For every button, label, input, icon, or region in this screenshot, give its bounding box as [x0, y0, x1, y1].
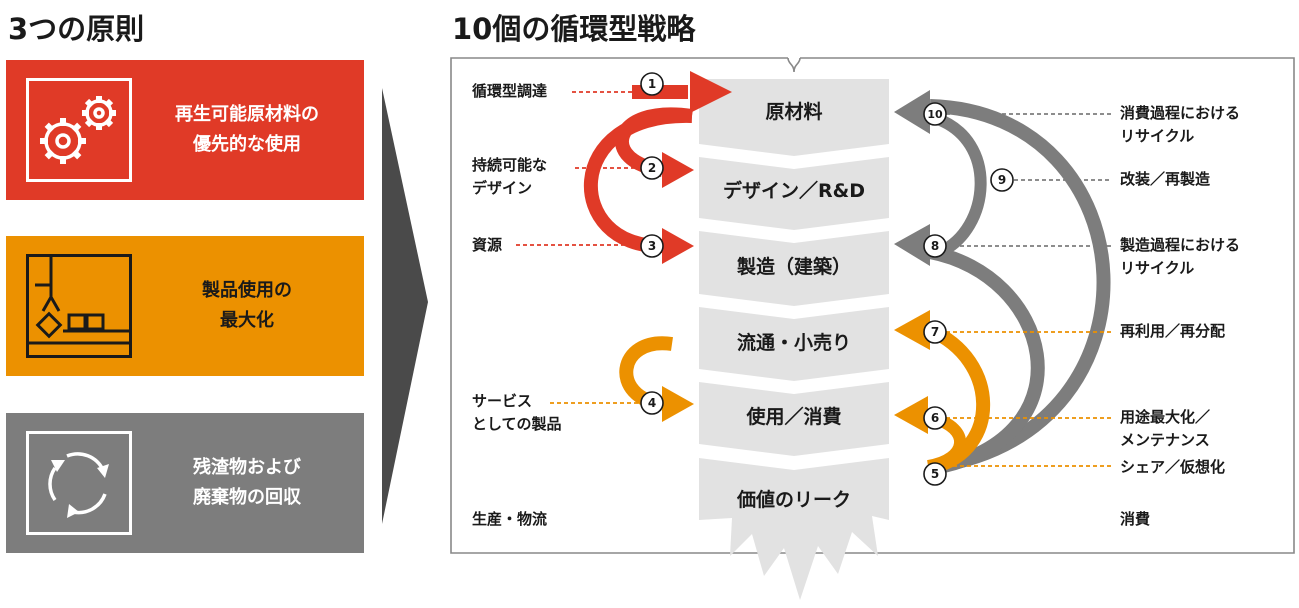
stage-distribution: 流通・小売り: [737, 331, 851, 354]
gears-icon: [26, 78, 132, 182]
strategy-label-circular-sourcing: 循環型調達: [472, 82, 548, 100]
num-label: 10: [927, 108, 943, 121]
stage-shape-manufacturing: [699, 231, 889, 306]
principle-label: 製品使用の: [202, 280, 292, 301]
stage-manufacturing: 製造（建築）: [736, 255, 851, 278]
strategy-label-sustainable-design: 持続可能な デザイン: [472, 156, 548, 197]
principles-title: 3つの原則: [8, 12, 145, 46]
strategy-label-refurbish: 改装／再製造: [1120, 170, 1211, 188]
num-circle-9: [990, 168, 1014, 192]
num-label: 9: [998, 173, 1006, 187]
num-label: 7: [931, 325, 939, 339]
num-circle-10: [923, 102, 947, 126]
num-label: 2: [648, 161, 656, 175]
strategy-label-product-as-service: サービス としての製品: [472, 392, 562, 433]
num-circle-7: [923, 320, 947, 344]
stage-shape-design: [699, 157, 889, 230]
num-circle-8: [923, 234, 947, 258]
num-circle-2: [640, 156, 664, 180]
principle-label: 残渣物および: [193, 457, 301, 478]
principle-label: 廃棄物の回収: [193, 487, 301, 508]
principle-label: 再生可能原材料の: [175, 104, 319, 125]
strategy-label-sharing: シェア／仮想化: [1120, 458, 1226, 476]
stage-shape-use: [699, 382, 889, 456]
strategies-title: 10個の循環型戦略: [452, 12, 696, 46]
stage-value-leak: 価値のリーク: [736, 489, 851, 511]
stage-use-consumption: 使用／消費: [745, 405, 841, 428]
strategy-label-consumption-recycling: 消費過程における リサイクル: [1120, 104, 1241, 145]
num-circle-5: [923, 462, 947, 486]
diagram-frame: [450, 57, 1295, 554]
num-label: 4: [648, 396, 656, 410]
principle-label: 最大化: [220, 310, 274, 331]
transition-chevron: [382, 88, 428, 524]
num-circle-6: [923, 406, 947, 430]
recycle-cycle-icon: [26, 431, 132, 535]
stage-shape-distribution: [699, 307, 889, 381]
principle-label: 優先的な使用: [193, 134, 301, 155]
principle-waste-recovery: 残渣物および 廃棄物の回収: [6, 413, 364, 553]
num-circle-4: [640, 391, 664, 415]
num-label: 8: [931, 239, 939, 253]
num-label: 5: [931, 467, 939, 481]
gray-recycle-arrows: [894, 90, 1111, 473]
strategy-label-maintenance: 用途最大化／ メンテナンス: [1120, 408, 1211, 449]
stage-shape-raw-materials: [699, 79, 889, 156]
stage-raw-materials: 原材料: [765, 100, 822, 123]
num-label: 3: [648, 239, 656, 253]
robot-arm-icon: [26, 254, 132, 358]
num-circle-1: [640, 72, 664, 96]
strategy-label-reuse: 再利用／再分配: [1120, 322, 1226, 340]
principle-maximize-product-use: 製品使用の 最大化: [6, 236, 364, 376]
strategy-label-resources: 資源: [472, 236, 503, 254]
corner-label-consumption: 消費: [1120, 510, 1151, 528]
strategy-label-manufacturing-recycling: 製造過程における リサイクル: [1120, 236, 1241, 277]
num-circle-3: [640, 234, 664, 258]
stage-design-rd: デザイン／R&D: [723, 179, 865, 202]
stage-shape-value-leak: [699, 458, 889, 600]
num-label: 6: [931, 411, 939, 425]
corner-label-production: 生産・物流: [472, 510, 548, 528]
principle-renewable-materials: 再生可能原材料の 優先的な使用: [6, 60, 364, 200]
num-label: 1: [648, 77, 656, 91]
